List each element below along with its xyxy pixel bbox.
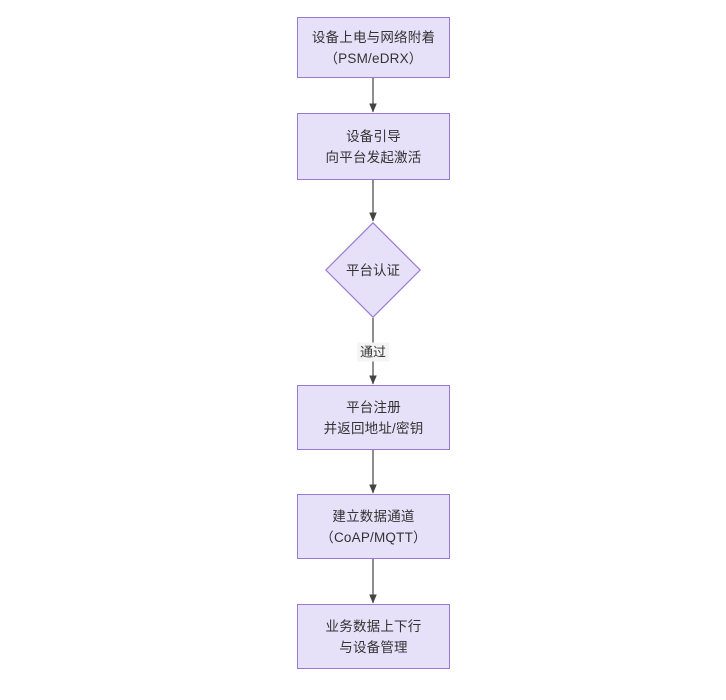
node-text-line: （CoAP/MQTT）: [320, 529, 427, 545]
node-data-channel[interactable]: 建立数据通道 （CoAP/MQTT）: [297, 494, 450, 559]
node-text-line: 建立数据通道: [332, 508, 415, 524]
node-text-line: 设备上电与网络附着: [311, 29, 436, 45]
edge-label-platform-auth-to-platform-register: 通过: [356, 342, 390, 362]
node-text-line: （PSM/eDRX）: [324, 50, 423, 66]
diamond-shape: [325, 222, 421, 318]
node-text-line: 业务数据上下行: [325, 618, 422, 634]
node-platform-auth[interactable]: 平台认证: [325, 222, 421, 318]
node-business-data[interactable]: 业务数据上下行与设备管理: [297, 604, 450, 669]
node-text-line: 并返回地址/密钥: [323, 420, 424, 436]
node-text-line: 向平台发起激活: [325, 149, 422, 165]
node-power-on[interactable]: 设备上电与网络附着 （PSM/eDRX）: [297, 17, 450, 78]
node-text-line: 与设备管理: [339, 639, 408, 655]
node-bootstrap[interactable]: 设备引导向平台发起激活: [297, 113, 450, 180]
node-platform-register[interactable]: 平台注册并返回地址/密钥: [297, 385, 450, 450]
node-text-line: 平台认证: [346, 262, 400, 278]
node-text-line: 平台注册: [346, 399, 401, 415]
node-label-platform-auth: 平台认证: [325, 222, 421, 318]
node-text-line: 设备引导: [346, 128, 401, 144]
